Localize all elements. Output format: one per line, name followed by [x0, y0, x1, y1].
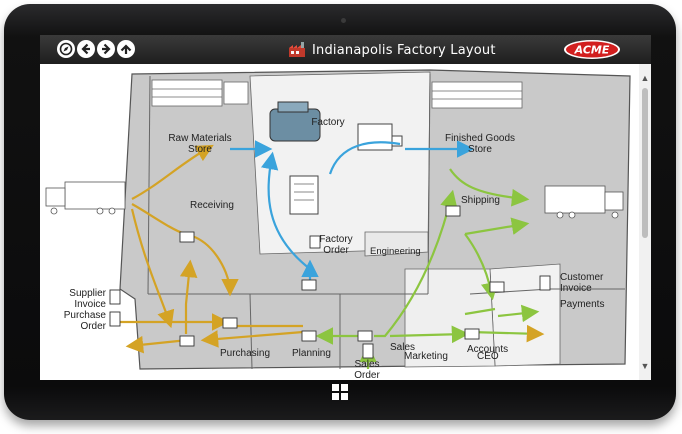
scroll-thumb[interactable]	[642, 88, 648, 238]
acme-logo: ACME	[563, 39, 621, 60]
label-ceo: CEO	[477, 351, 499, 362]
tablet-frame: Indianapolis Factory Layout ACME	[4, 4, 676, 420]
forward-icon[interactable]	[97, 40, 115, 58]
label-purchasing: Purchasing	[220, 348, 270, 359]
scroll-up-icon[interactable]: ▲	[639, 72, 651, 84]
label-planning: Planning	[292, 348, 331, 359]
title-group: Indianapolis Factory Layout	[288, 40, 496, 60]
inbound-truck	[46, 182, 125, 214]
label-payments: Payments	[560, 299, 604, 310]
finished-goods-shelves	[432, 82, 522, 108]
windows-logo-icon[interactable]	[332, 384, 348, 400]
svg-text:ACME: ACME	[574, 44, 610, 57]
scroll-down-icon[interactable]: ▼	[639, 360, 651, 372]
label-engineering: Engineering	[370, 246, 421, 257]
factory-icon	[288, 42, 306, 58]
title-bar: Indianapolis Factory Layout ACME	[40, 35, 651, 64]
raw-materials-shelves	[152, 80, 248, 106]
window-title: Indianapolis Factory Layout	[312, 43, 496, 58]
vertical-scrollbar[interactable]: ▲ ▼	[639, 64, 651, 380]
camera	[341, 18, 346, 23]
app-screen: Indianapolis Factory Layout ACME	[40, 35, 651, 380]
label-marketing: Marketing	[404, 351, 448, 362]
label-factory: Factory	[311, 117, 344, 128]
label-shipping: Shipping	[461, 195, 500, 206]
up-icon[interactable]	[117, 40, 135, 58]
label-receiving: Receiving	[190, 200, 234, 211]
back-icon[interactable]	[77, 40, 95, 58]
compass-icon[interactable]	[57, 40, 75, 58]
